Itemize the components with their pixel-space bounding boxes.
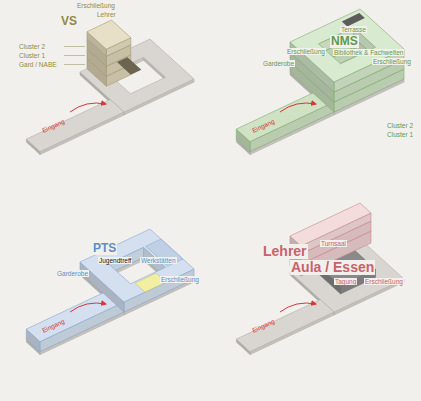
space-label: Jugendtreff xyxy=(98,257,132,264)
floor-plate xyxy=(80,39,194,112)
leader-line xyxy=(64,64,85,65)
space-label: Lehrer xyxy=(96,11,117,18)
leader-line xyxy=(64,46,85,47)
vs-floor xyxy=(87,20,131,49)
nms-floor xyxy=(290,9,404,82)
zone-title: VS xyxy=(60,15,78,28)
space-label: Erschließung xyxy=(160,276,200,283)
space-label: Cluster 2 xyxy=(386,122,414,129)
space-label: Garderobe xyxy=(262,60,295,67)
space-label: Cluster 2 xyxy=(18,43,46,50)
entrance-label: Eingang xyxy=(250,317,276,334)
stair-core xyxy=(117,57,141,74)
leader-line xyxy=(64,55,85,56)
pts-floor xyxy=(80,229,194,302)
space-label: Erschließung xyxy=(372,58,412,65)
space-label: Werkstätten xyxy=(140,257,177,264)
floor-plate xyxy=(26,100,124,152)
entrance-arrow xyxy=(70,303,106,312)
space-label: Erschließung xyxy=(286,48,326,55)
entrance-arrow xyxy=(70,103,106,112)
entrance-arrow xyxy=(280,103,316,112)
entrance-arrow xyxy=(280,303,316,312)
space-label: Cluster 1 xyxy=(386,131,414,138)
space-label: Terrasse xyxy=(340,26,367,33)
space-label: Erschließung xyxy=(364,278,404,285)
space-label: Tagung xyxy=(334,278,357,285)
space-label: Turnsaal xyxy=(320,240,347,247)
space-label: Cluster 1 xyxy=(18,52,46,59)
entrance-label: Eingang xyxy=(40,117,66,134)
entrance-label: Eingang xyxy=(250,117,276,134)
zone-title: Lehrer xyxy=(262,244,308,259)
space-label: Erschließung xyxy=(76,2,116,9)
zone-title: NMS xyxy=(330,35,359,48)
entrance-label: Eingang xyxy=(40,317,66,334)
floor-plate xyxy=(236,300,334,352)
zone-title: Aula / Essen xyxy=(290,260,375,275)
space-label: Bibliothek & Fachwelten xyxy=(333,49,404,56)
space-label: Garderobe xyxy=(56,270,89,277)
leader-lines xyxy=(64,47,85,65)
space-label: Gard / NABE xyxy=(18,61,58,68)
zone-title: PTS xyxy=(92,242,117,255)
terrace-opening xyxy=(342,13,365,26)
